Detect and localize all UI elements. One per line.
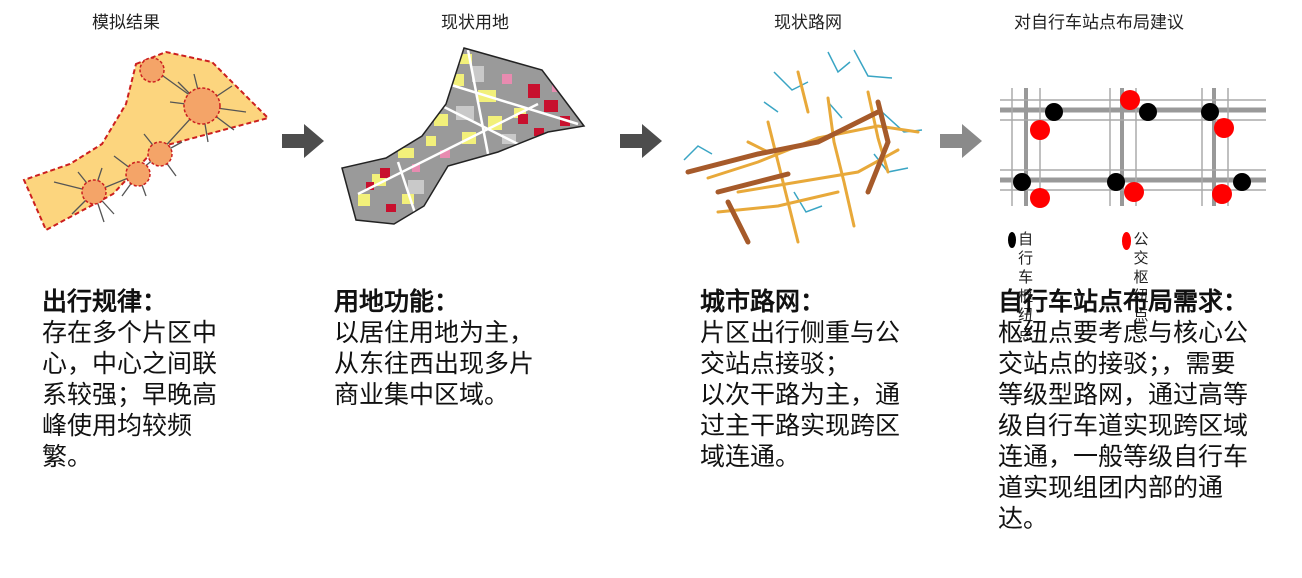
hub-circle bbox=[81, 179, 107, 205]
bus-hub bbox=[1030, 188, 1050, 208]
bus-hub bbox=[1120, 90, 1140, 110]
hub-circle bbox=[125, 161, 151, 187]
arrow-right-icon bbox=[282, 124, 324, 158]
road-network-map bbox=[683, 49, 923, 245]
text-block-road-network: 城市路网： 片区出行侧重与公 交站点接驳； 以次干路为主，通 过主干路实现跨区 … bbox=[700, 286, 940, 472]
text-heading: 城市路网： bbox=[700, 287, 826, 316]
land-use-map bbox=[341, 47, 586, 225]
text-heading: 出行规律： bbox=[42, 287, 168, 316]
bike-hub bbox=[1045, 103, 1063, 121]
legend-label: 自行车 枢纽点 bbox=[1018, 230, 1034, 343]
bus-hub bbox=[1030, 120, 1050, 140]
bus-hub bbox=[1124, 182, 1144, 202]
hub-circle bbox=[183, 87, 221, 125]
bike-station-diagram bbox=[1000, 88, 1266, 208]
bike-hub bbox=[1107, 173, 1125, 191]
text-body: 存在多个片区中 心，中心之间联 系较强；早晚高 峰使用均较频 繁。 bbox=[42, 318, 218, 471]
title-simulation: 模拟结果 bbox=[92, 13, 160, 33]
bus-hub-dot-icon bbox=[1122, 232, 1132, 250]
text-heading: 用地功能： bbox=[334, 287, 460, 316]
simulation-map bbox=[22, 50, 270, 232]
legend-item-bike-hub: 自行车 枢纽点 bbox=[1008, 230, 1041, 344]
legend-label: 公交枢 纽点 bbox=[1133, 230, 1149, 324]
text-body: 片区出行侧重与公 交站点接驳； 以次干路为主，通 过主干路实现跨区 域连通。 bbox=[700, 318, 901, 471]
bus-hub bbox=[1212, 184, 1232, 204]
text-block-land-function: 用地功能： 以居住用地为主， 从东往西出现多片 商业集中区域。 bbox=[334, 286, 584, 410]
bike-hub bbox=[1201, 103, 1219, 121]
legend-item-bus-hub: 公交枢 纽点 bbox=[1122, 230, 1157, 325]
bike-hub-dot-icon bbox=[1008, 232, 1017, 248]
arrow-right-icon bbox=[940, 124, 982, 158]
hub-circle bbox=[139, 57, 165, 83]
title-land-use: 现状用地 bbox=[441, 13, 509, 33]
arrow-right-icon bbox=[620, 124, 662, 158]
bike-hub bbox=[1233, 173, 1251, 191]
text-block-bike-requirement: 自行车站点布局需求： 枢纽点要考虑与核心公 交站点的接驳；，需要 等级型路网，通… bbox=[998, 286, 1298, 534]
title-bike-suggestion: 对自行车站点布局建议 bbox=[1014, 13, 1184, 33]
bike-hub bbox=[1013, 173, 1031, 191]
text-heading: 自行车站点布局需求： bbox=[998, 287, 1249, 316]
text-body: 以居住用地为主， 从东往西出现多片 商业集中区域。 bbox=[334, 318, 535, 409]
text-body: 枢纽点要考虑与核心公 交站点的接驳；，需要 等级型路网，通过高等 级自行车道实现… bbox=[998, 318, 1249, 533]
bus-hub bbox=[1214, 118, 1234, 138]
title-road-network: 现状路网 bbox=[774, 13, 842, 33]
hub-circle bbox=[147, 141, 173, 167]
text-block-travel-pattern: 出行规律： 存在多个片区中 心，中心之间联 系较强；早晚高 峰使用均较频 繁。 bbox=[42, 286, 262, 472]
bike-hub bbox=[1139, 103, 1157, 121]
